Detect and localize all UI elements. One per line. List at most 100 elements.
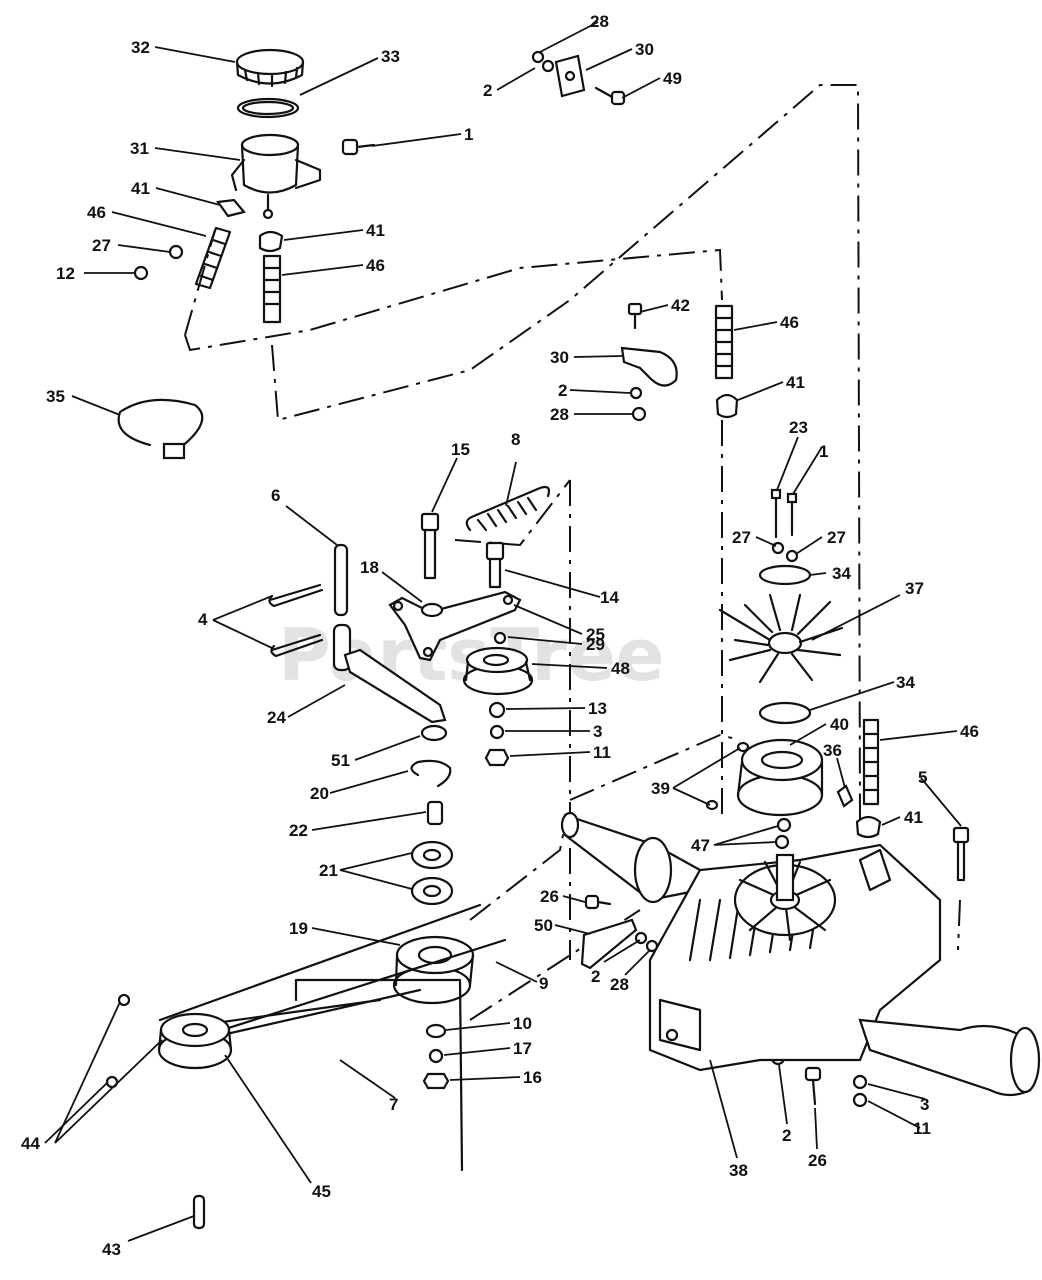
callout-42: 42 bbox=[671, 296, 690, 315]
leader-lines bbox=[44, 21, 962, 1242]
grommet-41 bbox=[216, 198, 882, 839]
callout-27: 27 bbox=[827, 528, 846, 547]
screw-1 bbox=[341, 138, 376, 156]
screws bbox=[584, 86, 970, 1106]
callout-4: 4 bbox=[198, 610, 208, 629]
idler-pulley-48 bbox=[462, 646, 534, 696]
pulley-45 bbox=[157, 1012, 233, 1070]
callout-35: 35 bbox=[46, 387, 65, 406]
callout-26: 26 bbox=[540, 887, 559, 906]
callout-22: 22 bbox=[289, 821, 308, 840]
callout-16: 16 bbox=[523, 1068, 542, 1087]
callout-29: 29 bbox=[586, 635, 605, 654]
callout-34: 34 bbox=[832, 564, 851, 583]
bolts-15-14 bbox=[420, 512, 505, 589]
callout-2: 2 bbox=[782, 1126, 791, 1145]
plate-34 bbox=[758, 564, 812, 725]
callout-7: 7 bbox=[389, 1095, 398, 1114]
callout-25: 25 bbox=[586, 625, 605, 644]
callout-44: 44 bbox=[21, 1134, 40, 1153]
callout-41: 41 bbox=[366, 221, 385, 240]
callout-49: 49 bbox=[663, 69, 682, 88]
callout-labels: 32 33 28 30 2 49 1 31 41 41 46 46 27 12 … bbox=[21, 12, 979, 1259]
hose-46 bbox=[194, 226, 880, 806]
callout-41: 41 bbox=[904, 808, 923, 827]
callout-28: 28 bbox=[550, 405, 569, 424]
drive-belts bbox=[158, 903, 507, 1047]
pin-6 bbox=[333, 543, 349, 617]
transaxle-housing bbox=[560, 811, 1041, 1097]
key-36 bbox=[836, 784, 854, 808]
callout-34: 34 bbox=[896, 673, 915, 692]
callout-36: 36 bbox=[823, 741, 842, 760]
callout-11: 11 bbox=[913, 1119, 931, 1138]
callout-45: 45 bbox=[312, 1182, 331, 1201]
callout-46: 46 bbox=[780, 313, 799, 332]
callout-30: 30 bbox=[635, 40, 654, 59]
callout-13: 13 bbox=[588, 699, 607, 718]
callout-17: 17 bbox=[513, 1039, 532, 1058]
callout-33: 33 bbox=[381, 47, 400, 66]
callout-37: 37 bbox=[905, 579, 924, 598]
callout-19: 19 bbox=[289, 919, 308, 938]
o-ring-33 bbox=[236, 97, 300, 119]
input-pulley-40 bbox=[736, 738, 824, 817]
callout-3: 3 bbox=[593, 722, 602, 741]
hose-clamp-35 bbox=[117, 398, 204, 460]
setscrews-44-key-43 bbox=[105, 993, 206, 1230]
washers-and-nuts bbox=[133, 50, 868, 1108]
callout-40: 40 bbox=[830, 715, 849, 734]
arm-24 bbox=[332, 623, 447, 724]
callout-24: 24 bbox=[267, 708, 286, 727]
callout-27: 27 bbox=[92, 236, 111, 255]
callout-2: 2 bbox=[483, 81, 492, 100]
callout-48: 48 bbox=[611, 659, 630, 678]
callout-11: 11 bbox=[593, 743, 611, 762]
callout-39: 39 bbox=[651, 779, 670, 798]
callout-14: 14 bbox=[600, 588, 619, 607]
callout-46: 46 bbox=[960, 722, 979, 741]
callout-51: 51 bbox=[331, 751, 350, 770]
assembly-guide-lines bbox=[184, 84, 961, 1021]
callout-28: 28 bbox=[610, 975, 629, 994]
callout-3: 3 bbox=[920, 1095, 929, 1114]
callout-26: 26 bbox=[808, 1151, 827, 1170]
callout-6: 6 bbox=[271, 486, 280, 505]
callout-43: 43 bbox=[102, 1240, 121, 1259]
callout-10: 10 bbox=[513, 1014, 532, 1033]
callout-1: 1 bbox=[464, 125, 473, 144]
cooling-fan-37 bbox=[718, 593, 844, 684]
callout-23: 23 bbox=[789, 418, 808, 437]
callout-32: 32 bbox=[131, 38, 150, 57]
callout-1: 1 bbox=[819, 442, 828, 461]
callout-12: 12 bbox=[56, 264, 75, 283]
callout-18: 18 bbox=[360, 558, 379, 577]
callout-15: 15 bbox=[451, 440, 470, 459]
callout-21: 21 bbox=[319, 861, 338, 880]
bearing-stack bbox=[410, 724, 454, 906]
callout-46: 46 bbox=[366, 256, 385, 275]
frame-plate bbox=[294, 978, 464, 1172]
fill-cap-32 bbox=[235, 48, 305, 88]
callout-2: 2 bbox=[591, 967, 600, 986]
callout-41: 41 bbox=[786, 373, 805, 392]
callout-27: 27 bbox=[732, 528, 751, 547]
callout-30: 30 bbox=[550, 348, 569, 367]
callout-46: 46 bbox=[87, 203, 106, 222]
drive-pulley-19 bbox=[392, 935, 475, 1005]
callout-50: 50 bbox=[534, 916, 553, 935]
callout-20: 20 bbox=[310, 784, 329, 803]
callout-41: 41 bbox=[131, 179, 150, 198]
idler-arm-18 bbox=[388, 590, 522, 662]
reservoir-31 bbox=[230, 133, 322, 220]
screws-23-1 bbox=[770, 488, 798, 539]
callout-28: 28 bbox=[590, 12, 609, 31]
callout-38: 38 bbox=[729, 1161, 748, 1180]
callout-47: 47 bbox=[691, 836, 710, 855]
callout-8: 8 bbox=[511, 430, 520, 449]
callout-31: 31 bbox=[130, 139, 149, 158]
callout-9: 9 bbox=[539, 974, 548, 993]
bracket-30 bbox=[554, 54, 678, 387]
callout-5: 5 bbox=[918, 768, 927, 787]
